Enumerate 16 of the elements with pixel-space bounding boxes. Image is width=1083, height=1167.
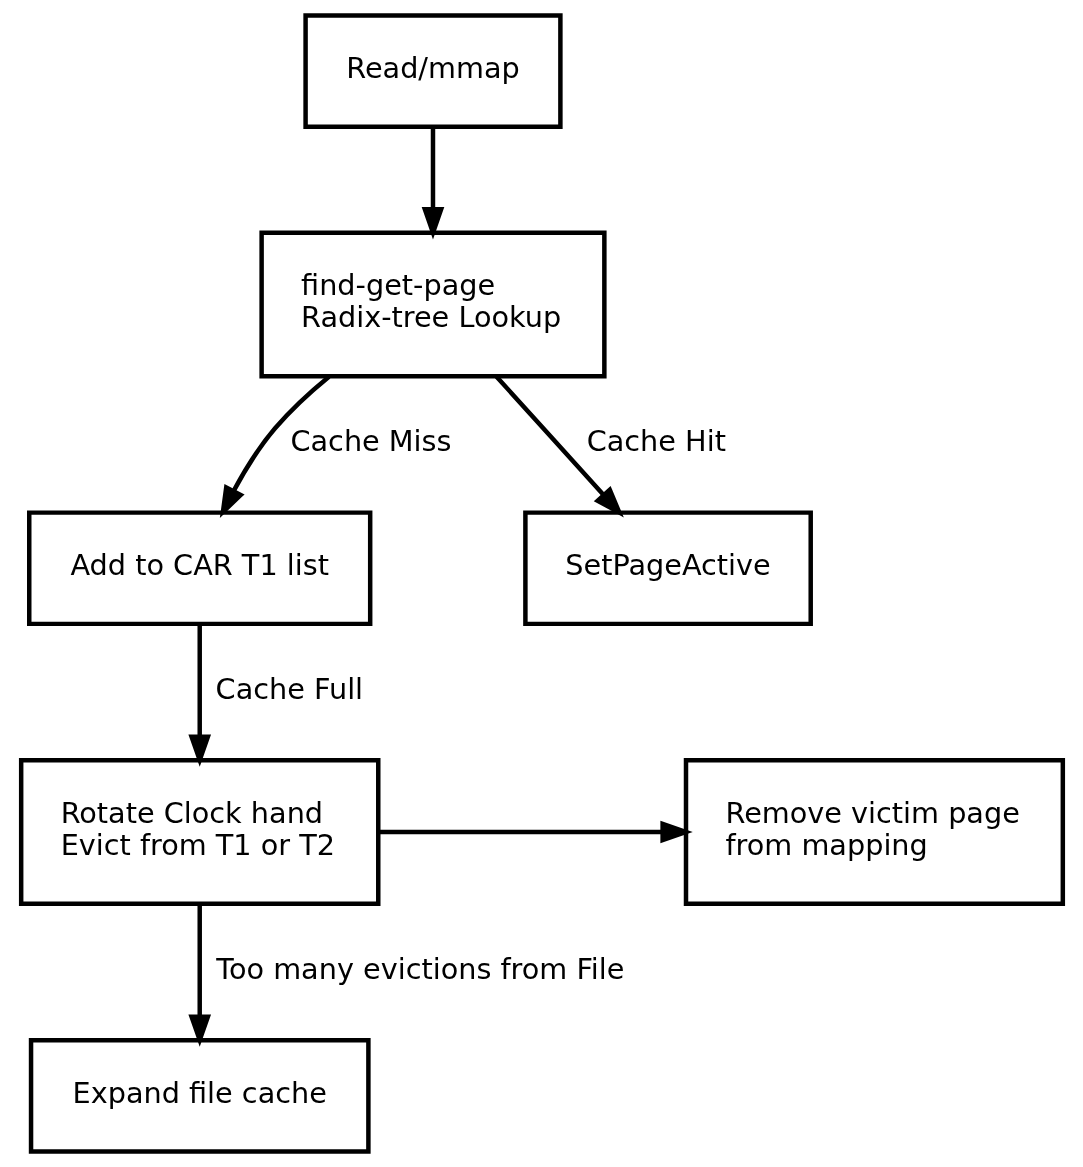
arrow [377,820,693,844]
node-box: Add to CAR T1 list [26,510,372,627]
node-box: Read/mmap [302,13,563,130]
arrow [421,126,444,240]
node-box: Expand file cache [28,1037,371,1154]
arrow [494,375,624,518]
arrow [187,623,211,767]
node-box: Remove victim page from mapping [683,758,1065,907]
edge-label: Cache Full [215,671,363,706]
arrow [187,904,211,1047]
edge-label: Cache Hit [586,424,726,459]
node-box: SetPageActive [522,510,813,627]
node-box: find-get-page Radix-tree Lookup [258,230,607,379]
node-box: Rotate Clock hand Evict from T1 or T2 [18,758,380,907]
edge-label: Too many evictions from File [215,951,624,986]
edge-label: Cache Miss [289,424,452,459]
